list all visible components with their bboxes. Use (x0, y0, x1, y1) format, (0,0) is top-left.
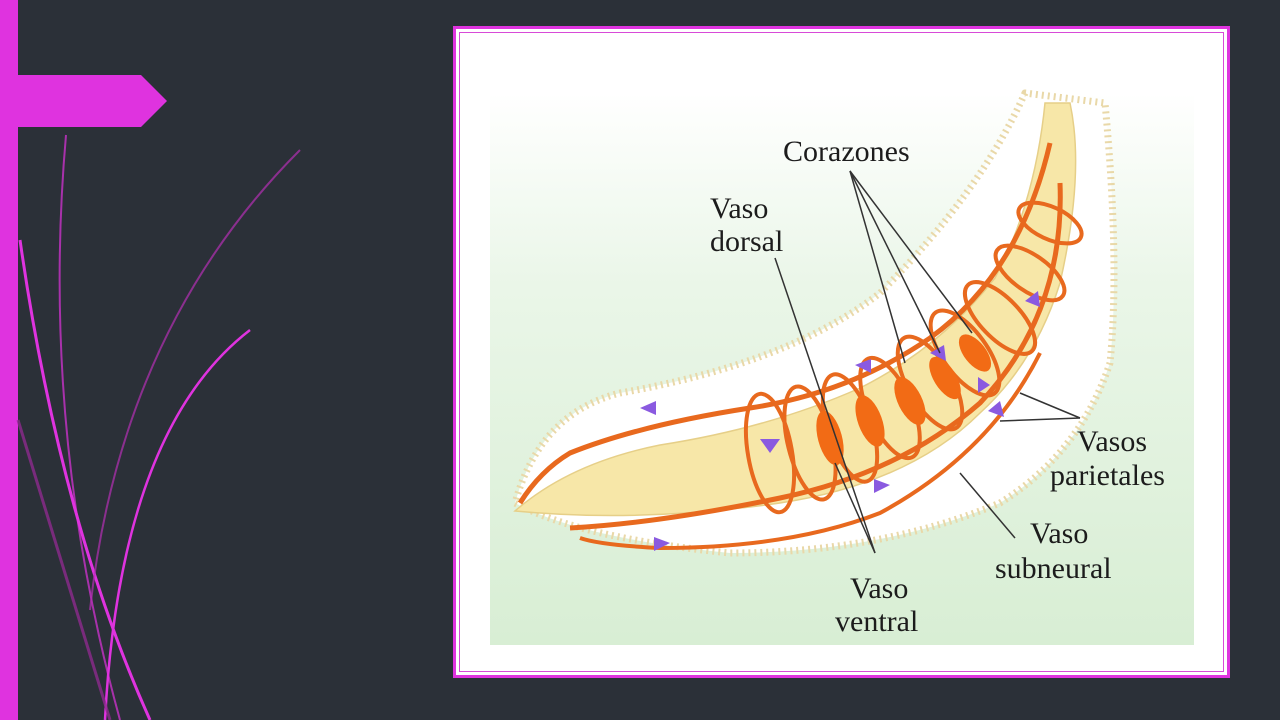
accent-arrow-tab (0, 75, 167, 127)
vaso-dorsal-line (517, 142, 1053, 505)
earthworm-circulatory-diagram: Corazones Vaso dorsal Vasos parietales V… (490, 89, 1194, 645)
flow-arrows (640, 291, 1040, 551)
deco-curve-3 (89, 149, 301, 611)
decorative-curves (16, 134, 301, 720)
label-vaso-subneural-line2: subneural (995, 552, 1112, 585)
figure-inner: Corazones Vaso dorsal Vasos parietales V… (459, 32, 1224, 672)
leader-lines (774, 170, 1081, 554)
label-vaso-ventral-line1: Vaso (850, 572, 908, 605)
deco-curve-2 (18, 239, 152, 720)
vaso-subneural-line (579, 352, 1042, 551)
label-vasos-parietales-line2: parietales (1050, 459, 1165, 492)
label-vaso-dorsal-line2: dorsal (710, 225, 783, 258)
deco-curve-5 (16, 419, 112, 720)
accent-bar (0, 0, 18, 720)
label-vasos-parietales-line1: Vasos (1077, 425, 1147, 458)
figure-frame: Corazones Vaso dorsal Vasos parietales V… (453, 26, 1230, 678)
label-corazones: Corazones (783, 135, 910, 168)
intestine (513, 102, 1077, 517)
deco-curve-4 (103, 329, 251, 720)
deco-curve-1 (58, 134, 121, 720)
label-vaso-ventral-line2: ventral (835, 605, 918, 638)
corazones-hearts (816, 334, 992, 466)
body-wall (511, 89, 1118, 557)
label-vaso-dorsal-line1: Vaso (710, 192, 768, 225)
label-vaso-subneural-line1: Vaso (1030, 517, 1088, 550)
